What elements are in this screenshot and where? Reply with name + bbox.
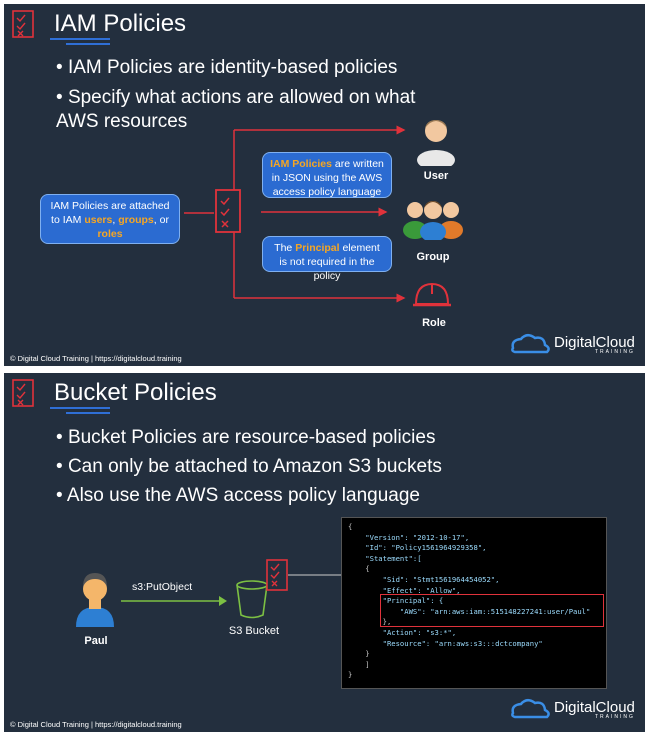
policy-checklist-icon <box>266 559 346 591</box>
code-line: "Statement":[ <box>348 553 422 563</box>
code-line: { <box>348 564 370 574</box>
callout-json: IAM Policies are written in JSON using t… <box>262 152 392 198</box>
group-label: Group <box>416 251 450 263</box>
policy-json-panel: { "Version": "2012-10-17", "Id": "Policy… <box>341 517 607 689</box>
hard-hat-icon <box>413 282 451 307</box>
bullet-2-text: Specify what actions are allowed on what… <box>56 87 416 132</box>
footer: © Digital Cloud Training | https://digit… <box>10 720 182 729</box>
bullet-1: • IAM Policies are identity-based polici… <box>56 57 398 78</box>
bullet-2-text: Can only be attached to Amazon S3 bucket… <box>67 456 442 477</box>
principal-highlight-box <box>380 594 604 627</box>
callout-or: , or <box>153 214 169 226</box>
cloud-logo-icon <box>511 699 550 719</box>
callout-users: users <box>84 214 113 226</box>
put-object-arrow <box>121 596 227 606</box>
code-line: { <box>348 522 353 531</box>
code-line: "Version": "2012-10-17", <box>348 532 470 542</box>
s3-bucket-icon <box>236 580 268 619</box>
action-label: s3:PutObject <box>132 581 193 593</box>
callout-principal-text: element is not required in the policy <box>279 242 380 282</box>
slide-iam-policies: IAM Policies • IAM Policies are identity… <box>4 4 645 366</box>
title-underline <box>50 407 110 409</box>
footer: © Digital Cloud Training | https://digit… <box>10 354 182 363</box>
page-title: Bucket Policies <box>54 379 217 406</box>
callout-attached: IAM Policies are attached to IAM users , … <box>40 194 180 244</box>
code-line: ] <box>348 659 370 669</box>
brand-logo: DigitalCloud TRAINING <box>554 334 635 355</box>
bullet-1: • Bucket Policies are resource-based pol… <box>56 427 436 448</box>
bullet-2: • Can only be attached to Amazon S3 buck… <box>56 456 442 477</box>
bullet-2: • Specify what actions are allowed on wh… <box>56 87 416 132</box>
checklist-icon <box>12 10 34 38</box>
title-underline-2 <box>66 43 110 45</box>
cloud-logo-icon <box>511 334 550 354</box>
bullet-1-text: Bucket Policies are resource-based polic… <box>67 427 436 448</box>
bucket-label: S3 Bucket <box>228 625 280 637</box>
group-icon <box>403 201 463 240</box>
callout-json-hl: IAM Policies <box>270 158 332 170</box>
callout-principal-hl: Principal <box>295 242 340 254</box>
policy-json-code: { "Version": "2012-10-17", "Id": "Policy… <box>342 518 606 685</box>
callout-roles: roles <box>97 228 123 240</box>
role-label: Role <box>422 317 446 329</box>
brand-logo-sub: TRAINING <box>594 349 635 355</box>
callout-groups: groups <box>118 214 154 226</box>
code-line: "AWS": "arn:aws:iam::515148227241:user/P… <box>348 606 591 616</box>
user-label: Paul <box>84 635 108 647</box>
callout-attached-text: IAM Policies are attached to IAM <box>50 200 170 226</box>
user-icon <box>76 573 114 627</box>
callout-json-text: are written in JSON using the AWS access… <box>271 158 384 198</box>
bullet-3-text: Also use the AWS access policy language <box>66 485 420 506</box>
callout-principal: The Principal element is not required in… <box>262 236 392 282</box>
bullet-1-text: IAM Policies are identity-based policies <box>67 57 398 78</box>
code-line: "Resource": "arn:aws:s3:::dctcompany" <box>348 638 543 648</box>
brand-logo-sub: TRAINING <box>594 714 635 720</box>
brand-logo-text: DigitalCloud <box>554 699 635 716</box>
user-label: User <box>423 170 449 182</box>
code-line: }, <box>348 617 392 627</box>
callout-comma: , <box>112 214 119 226</box>
callout-principal-pre: The <box>274 242 296 254</box>
title-underline-2 <box>66 412 110 414</box>
diagram-arrows <box>184 125 406 303</box>
title-underline <box>50 38 110 40</box>
page-title: IAM Policies <box>54 10 187 37</box>
user-icon <box>417 120 455 166</box>
bullet-3: • Also use the AWS access policy languag… <box>56 485 420 506</box>
code-line: "Id": "Policy1561964929358", <box>348 543 487 553</box>
code-line: "Principal": { <box>348 596 444 606</box>
slide-bucket-policies: Bucket Policies • Bucket Policies are re… <box>4 373 645 732</box>
code-line: } <box>348 670 353 680</box>
code-line: } <box>348 649 370 659</box>
brand-logo-text: DigitalCloud <box>554 334 635 351</box>
code-line: "Action": "s3:*", <box>348 627 457 637</box>
code-line: "Sid": "Stmt1561964454052", <box>348 574 500 584</box>
brand-logo: DigitalCloud TRAINING <box>554 699 635 720</box>
checklist-icon <box>12 379 34 407</box>
code-line: "Effect": "Allow", <box>348 585 461 595</box>
